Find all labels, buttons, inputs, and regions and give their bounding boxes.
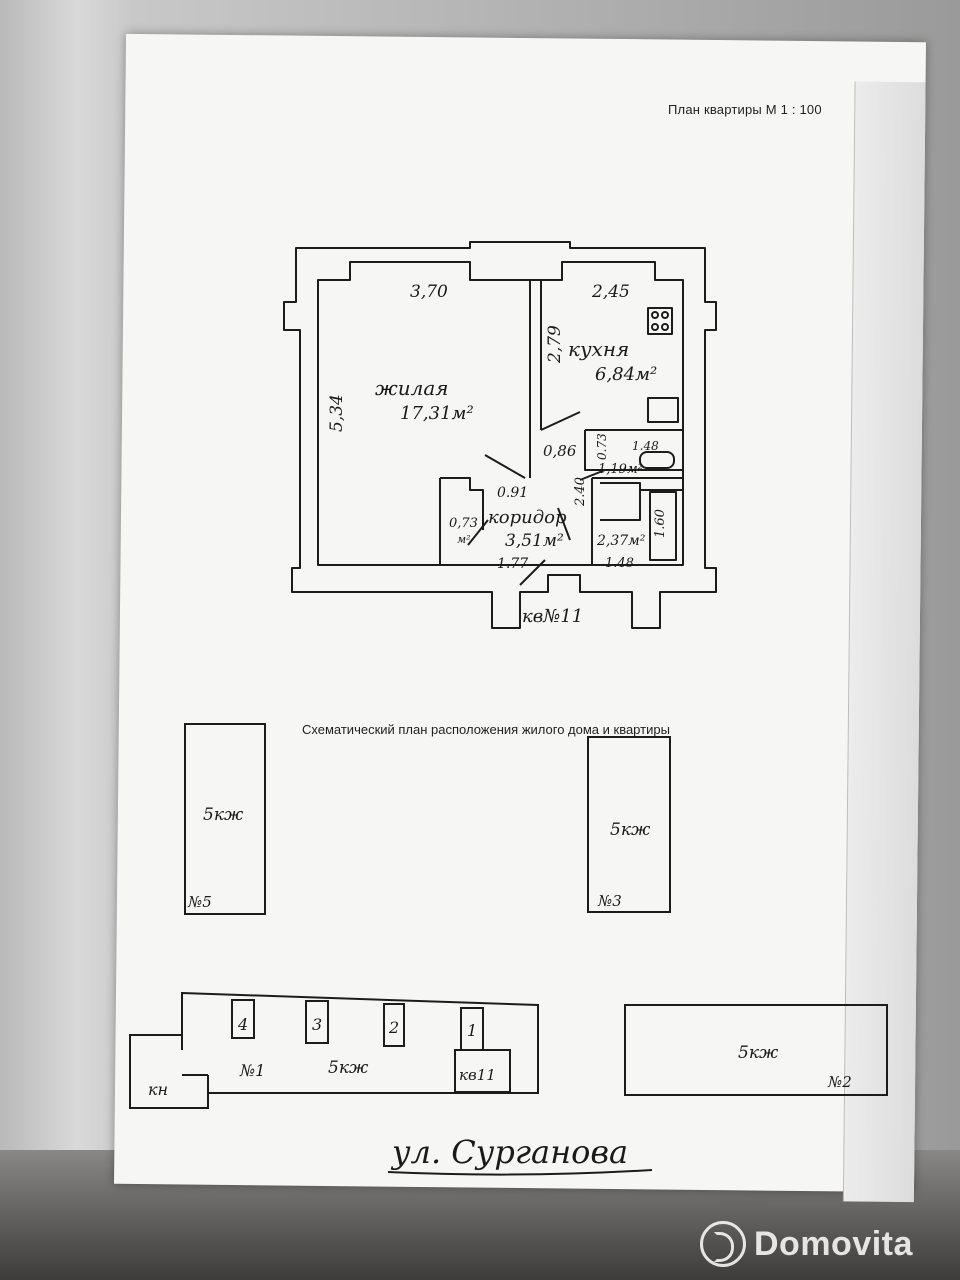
partition-wall xyxy=(529,280,542,478)
building-2 xyxy=(624,1004,888,1096)
kn-label: кн xyxy=(148,1080,168,1099)
building-2-number: №2 xyxy=(827,1073,852,1091)
scheme-title: Схематический план расположения жилого д… xyxy=(302,722,670,737)
bath-width: 1.48 xyxy=(605,556,634,571)
toilet-depth: 0.73 xyxy=(595,433,609,460)
kitchen-width: 2,45 xyxy=(591,282,630,302)
living-height: 5,34 xyxy=(327,394,347,432)
toilet-icon xyxy=(639,451,675,469)
apartment-number: кв№11 xyxy=(522,606,583,627)
street-name: ул. Сурганова xyxy=(390,1133,628,1171)
entrance-4-label: 4 xyxy=(237,1015,248,1034)
building-2-type: 5кж xyxy=(738,1043,779,1063)
entrance-3-label: 3 xyxy=(312,1015,322,1034)
corridor-label: коридор xyxy=(488,507,567,528)
kitchen-area: 6,84м² xyxy=(595,364,657,385)
entrance-3 xyxy=(305,1000,329,1044)
bathtub-icon xyxy=(649,491,677,561)
entrance-2-label: 2 xyxy=(388,1018,399,1037)
living-label: жилая xyxy=(375,376,449,400)
apartment-label: кв11 xyxy=(459,1066,496,1084)
closet-unit: м² xyxy=(457,533,471,546)
kitchen-height: 2,79 xyxy=(545,325,565,364)
bath-area: 2,37м² xyxy=(596,533,646,549)
closet-area: 0,73 xyxy=(449,516,478,531)
bath-depth: 1.60 xyxy=(653,509,668,538)
bath-height: 2.40 xyxy=(573,477,588,507)
building-5-number: №5 xyxy=(187,893,212,911)
stove-icon xyxy=(647,307,673,335)
closet-walls xyxy=(439,477,484,565)
entrance-4 xyxy=(231,999,255,1039)
toilet-width: 1.48 xyxy=(632,439,659,453)
plan-title: План квартиры М 1 : 100 xyxy=(668,102,822,117)
watermark-text: Domovita xyxy=(754,1224,913,1263)
building-1-type: 5кж xyxy=(328,1058,369,1078)
outer-wall xyxy=(283,241,717,629)
sink-icon xyxy=(647,397,679,423)
toilet-area: 1,19м² xyxy=(598,462,643,477)
kitchen-label: кухня xyxy=(568,337,629,361)
building-3 xyxy=(587,736,671,913)
corridor-dim-a: 0.91 xyxy=(497,485,528,501)
apartment-marker xyxy=(454,1049,511,1093)
watermark: Domovita xyxy=(700,1220,913,1268)
bathroom-walls xyxy=(584,429,683,565)
entrance-2 xyxy=(383,1003,405,1047)
living-area: 17,31м² xyxy=(400,403,474,424)
corridor-area: 3,51м² xyxy=(505,531,564,551)
entrance-1-label: 1 xyxy=(467,1021,477,1040)
building-5-type: 5кж xyxy=(203,805,244,825)
street-underline xyxy=(387,1169,653,1176)
domovita-logo-icon xyxy=(700,1221,746,1267)
building-5 xyxy=(184,723,266,915)
building-1 xyxy=(129,991,539,1109)
door-width: 0,86 xyxy=(543,442,577,460)
building-3-number: №3 xyxy=(597,892,622,910)
corridor-dim-b: 1.77 xyxy=(497,556,528,572)
building-3-type: 5кж xyxy=(610,820,651,840)
living-width: 3,70 xyxy=(410,282,448,302)
building-1-number: №1 xyxy=(239,1061,265,1080)
